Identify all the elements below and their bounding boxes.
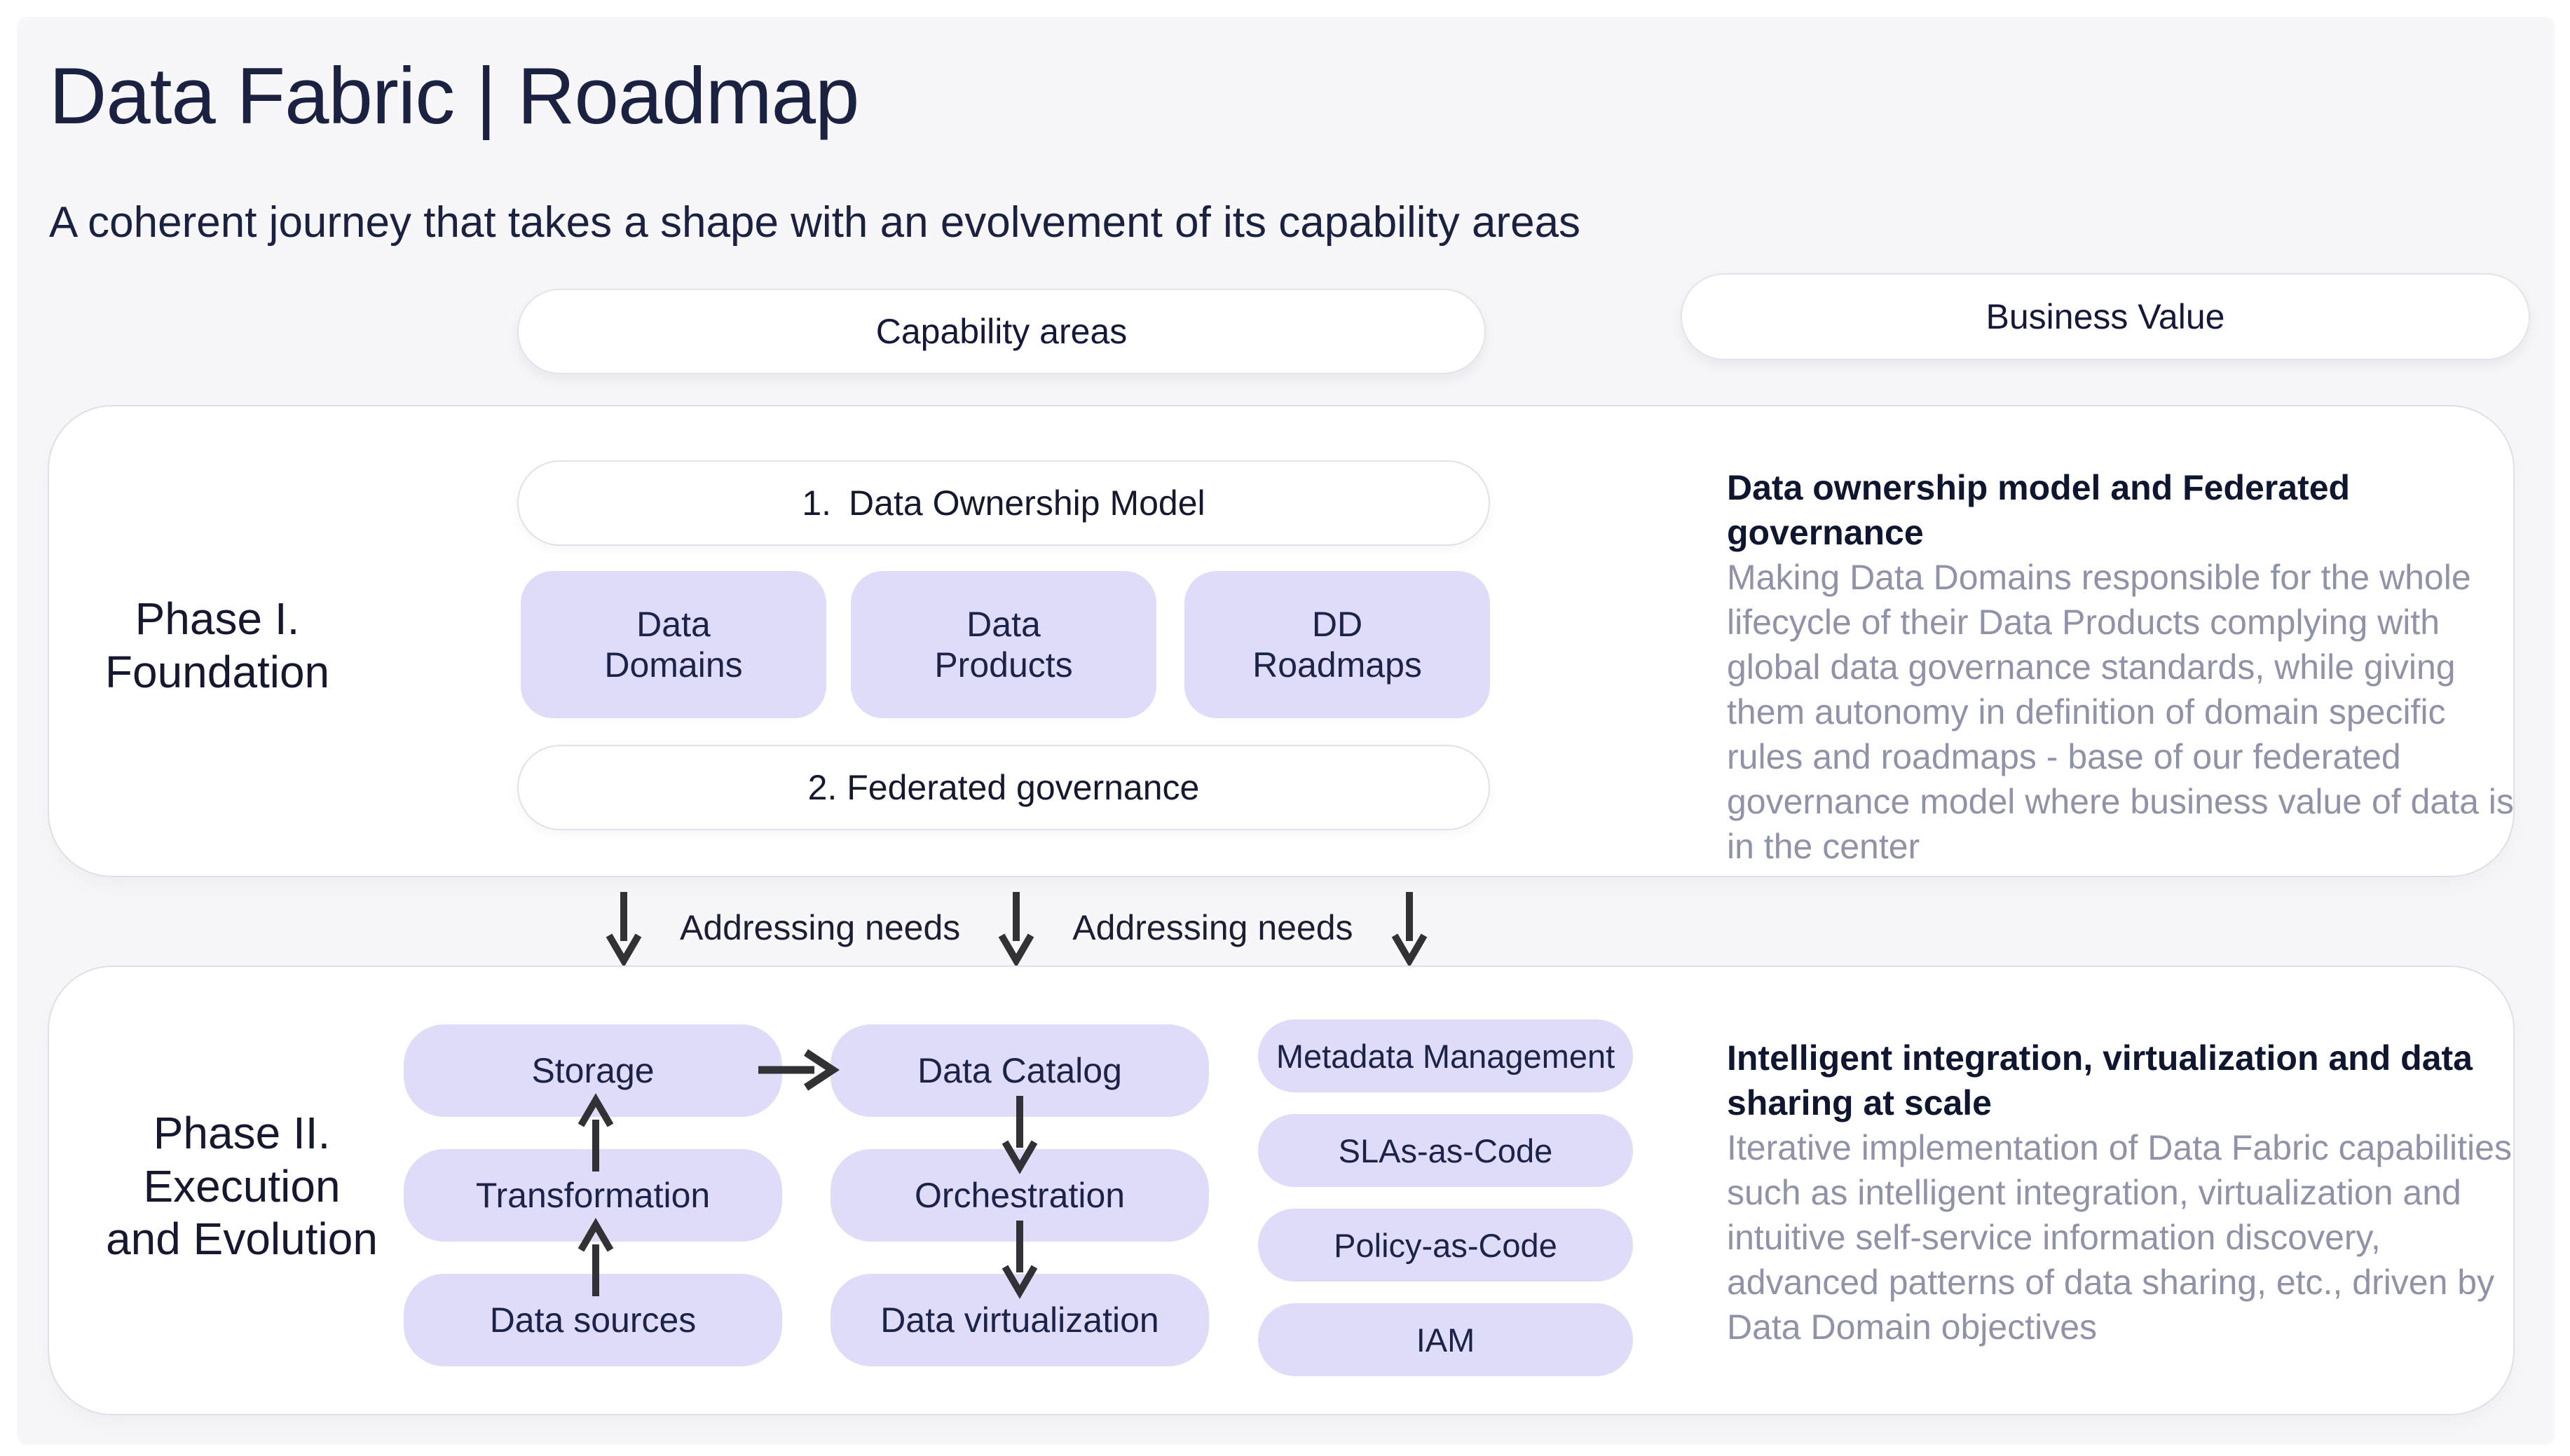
dd-roadmaps-line1: DD [1311,605,1363,644]
storage-label: Storage [531,1051,655,1090]
phase2-label-line1: Phase II. [153,1108,331,1158]
phase1-business-value-title: Data ownership model and Federated gover… [1727,468,2351,552]
addressing-needs-label-1: Addressing needs [680,908,961,947]
up-arrow-icon [577,1093,614,1172]
policy-as-code-pill: Policy-as-Code [1258,1209,1633,1282]
phase1-label-line1: Phase I. [135,593,300,644]
data-ownership-model-pill: 1. Data Ownership Model [517,460,1490,546]
down-arrow-icon [606,892,642,966]
business-value-header-label: Business Value [1985,297,2225,336]
data-products-box: Data Products [851,571,1156,718]
data-products-line2: Products [934,645,1073,685]
data-virtualization-label: Data virtualization [880,1300,1159,1340]
data-domains-box: Data Domains [521,571,826,718]
phase1-label-line2: Foundation [104,646,330,697]
phase2-business-value: Intelligent integration, virtualization … [1727,1036,2519,1349]
phase1-business-value: Data ownership model and Federated gover… [1727,465,2519,869]
slas-as-code-label: SLAs-as-Code [1338,1132,1553,1169]
phase2-business-value-body: Iterative implementation of Data Fabric … [1727,1128,2512,1347]
phase2-label-line2: Execution [143,1160,341,1211]
transformation-label: Transformation [475,1176,711,1215]
data-sources-label: Data sources [489,1300,697,1340]
addressing-needs-label-2: Addressing needs [1072,908,1353,947]
data-products-line1: Data [966,605,1041,644]
down-arrow-icon [1002,1221,1038,1299]
data-catalog-label: Data Catalog [917,1051,1122,1090]
data-ownership-model-label: 1. Data Ownership Model [802,483,1205,523]
metadata-management-label: Metadata Management [1276,1037,1615,1075]
iam-pill: IAM [1258,1303,1633,1376]
phase2-label: Phase II. Execution and Evolution [63,1107,421,1266]
down-arrow-icon [1391,892,1427,966]
federated-governance-pill: 2. Federated governance [517,745,1490,830]
business-value-header-pill: Business Value [1681,273,2530,360]
phase2-label-line3: and Evolution [106,1214,378,1265]
federated-governance-label: 2. Federated governance [807,768,1200,807]
data-domains-line1: Data [636,605,711,644]
dd-roadmaps-line2: Roadmaps [1252,645,1422,685]
policy-as-code-label: Policy-as-Code [1334,1226,1557,1264]
down-arrow-icon [998,892,1034,966]
up-arrow-icon [577,1218,614,1296]
metadata-management-pill: Metadata Management [1258,1019,1633,1092]
addressing-needs-connector: Addressing needs Addressing needs [604,888,1429,967]
orchestration-label: Orchestration [914,1176,1126,1215]
page-title: Data Fabric | Roadmap [49,52,859,141]
data-domains-line2: Domains [604,645,743,685]
down-arrow-icon [1002,1096,1038,1174]
capability-areas-header-label: Capability areas [875,312,1128,351]
slas-as-code-pill: SLAs-as-Code [1258,1114,1633,1187]
phase1-label: Phase I. Foundation [42,593,392,699]
dd-roadmaps-box: DD Roadmaps [1184,571,1490,718]
capability-areas-header-pill: Capability areas [517,289,1486,374]
right-arrow-icon [758,1049,840,1091]
page-subtitle: A coherent journey that takes a shape wi… [49,198,1581,247]
phase1-business-value-body: Making Data Domains responsible for the … [1727,558,2514,866]
iam-label: IAM [1416,1321,1475,1359]
phase2-business-value-title: Intelligent integration, virtualization … [1727,1038,2473,1122]
